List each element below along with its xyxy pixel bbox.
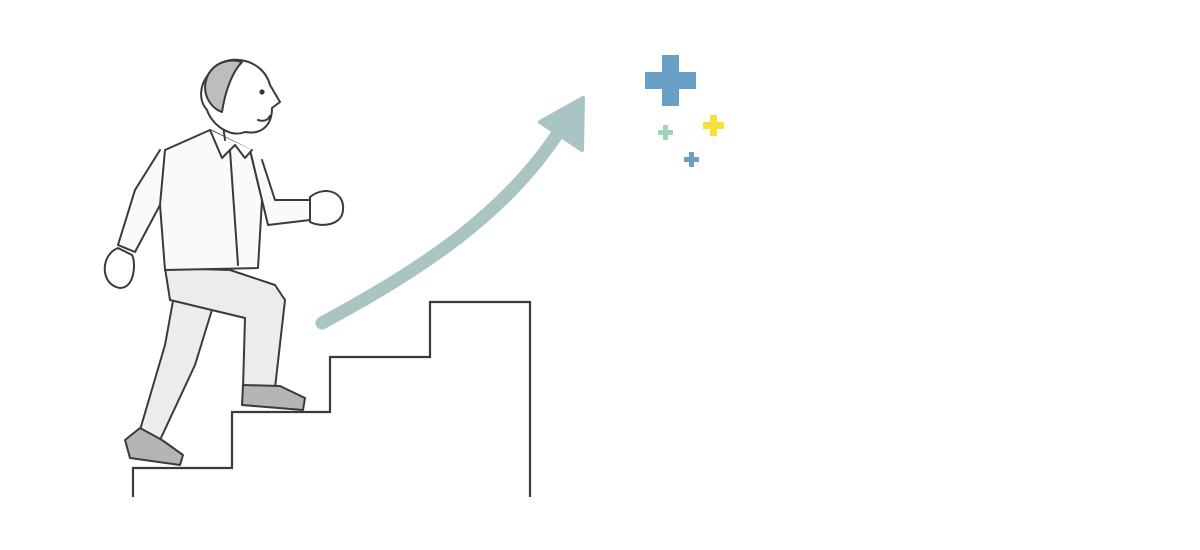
- plus-sparkle-icon: [645, 55, 724, 167]
- climbing-man-illustration: [103, 58, 345, 466]
- growth-arrow-icon: [315, 96, 585, 330]
- stairs-icon: [131, 300, 532, 497]
